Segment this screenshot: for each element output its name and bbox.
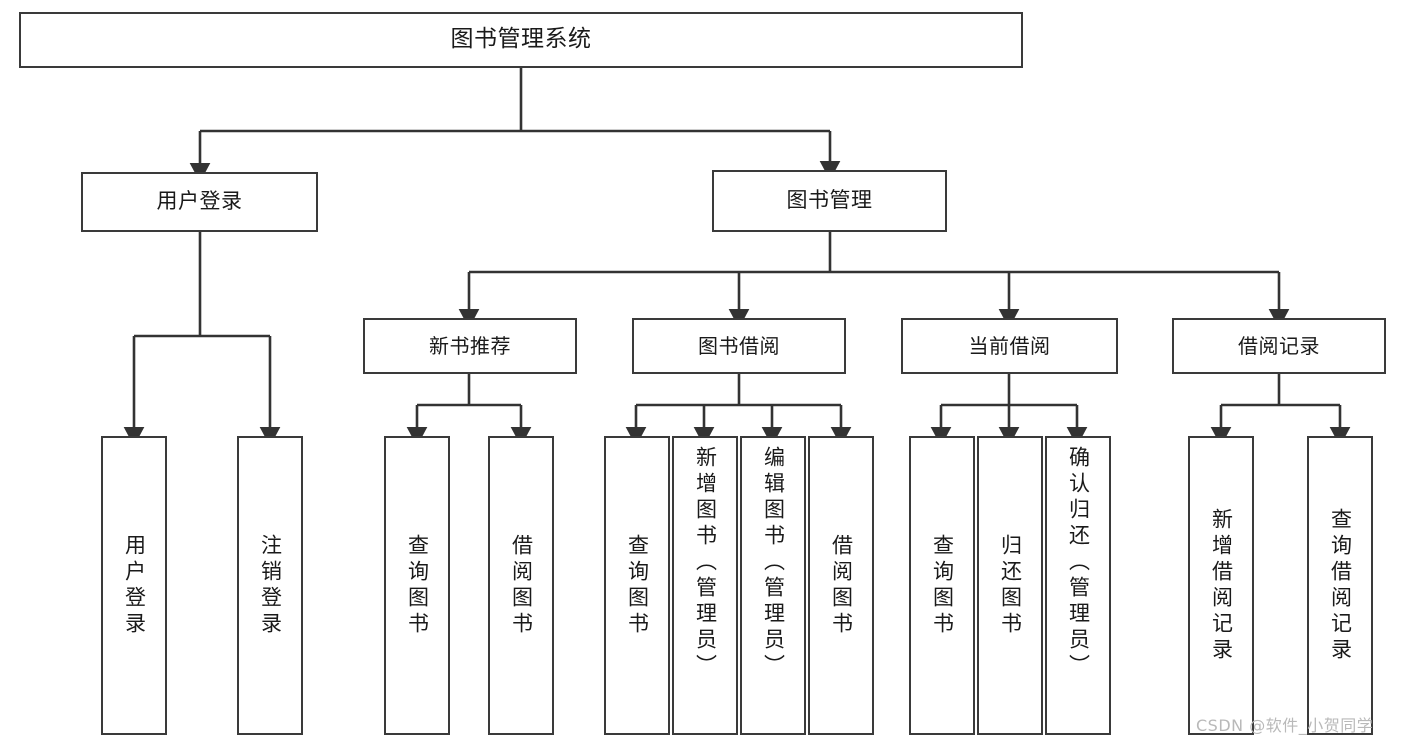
- node-root-system[interactable]: 图书管理系统: [19, 12, 1023, 68]
- node-label: 编辑图书（管理员）: [761, 446, 786, 680]
- node-label: 用户登录: [156, 189, 243, 214]
- node-label: 图书管理系统: [450, 26, 592, 53]
- node-borrow-record[interactable]: 借阅记录: [1172, 318, 1386, 374]
- node-leaf-user-login[interactable]: 用户登录: [101, 436, 167, 735]
- node-label: 确认归还（管理员）: [1066, 446, 1091, 680]
- node-leaf-return-book[interactable]: 归还图书: [977, 436, 1043, 735]
- node-user-login[interactable]: 用户登录: [81, 172, 318, 232]
- node-leaf-query-book-1[interactable]: 查询图书: [384, 436, 450, 735]
- node-label: 新增图书（管理员）: [693, 446, 718, 680]
- node-label: 借阅记录: [1238, 333, 1320, 358]
- node-book-borrow[interactable]: 图书借阅: [632, 318, 846, 374]
- node-leaf-query-book-2[interactable]: 查询图书: [604, 436, 670, 735]
- node-label: 注销登录: [258, 533, 283, 638]
- node-label: 归还图书: [998, 533, 1023, 638]
- node-label: 图书借阅: [698, 333, 780, 358]
- node-leaf-query-book-3[interactable]: 查询图书: [909, 436, 975, 735]
- csdn-watermark: CSDN @软件_小贺同学: [1196, 716, 1374, 735]
- node-leaf-edit-book[interactable]: 编辑图书（管理员）: [740, 436, 806, 735]
- node-label: 借阅图书: [829, 533, 854, 638]
- node-label: 查询图书: [930, 533, 955, 638]
- node-label: 用户登录: [122, 533, 147, 638]
- node-new-book-rec[interactable]: 新书推荐: [363, 318, 577, 374]
- node-label: 查询借阅记录: [1328, 507, 1353, 664]
- node-leaf-user-logout[interactable]: 注销登录: [237, 436, 303, 735]
- node-label: 当前借阅: [968, 333, 1051, 358]
- node-label: 新增借阅记录: [1209, 507, 1234, 664]
- node-leaf-add-book[interactable]: 新增图书（管理员）: [672, 436, 738, 735]
- node-label: 新书推荐: [429, 333, 511, 358]
- node-leaf-borrow-book-1[interactable]: 借阅图书: [488, 436, 554, 735]
- node-leaf-add-record[interactable]: 新增借阅记录: [1188, 436, 1254, 735]
- node-leaf-confirm-return[interactable]: 确认归还（管理员）: [1045, 436, 1111, 735]
- node-label: 查询图书: [405, 533, 430, 638]
- node-label: 查询图书: [625, 533, 650, 638]
- node-label: 图书管理: [786, 188, 873, 213]
- node-leaf-borrow-book-2[interactable]: 借阅图书: [808, 436, 874, 735]
- node-book-manage[interactable]: 图书管理: [712, 170, 947, 232]
- node-current-borrow[interactable]: 当前借阅: [901, 318, 1118, 374]
- node-label: 借阅图书: [509, 533, 534, 638]
- node-leaf-query-record[interactable]: 查询借阅记录: [1307, 436, 1373, 735]
